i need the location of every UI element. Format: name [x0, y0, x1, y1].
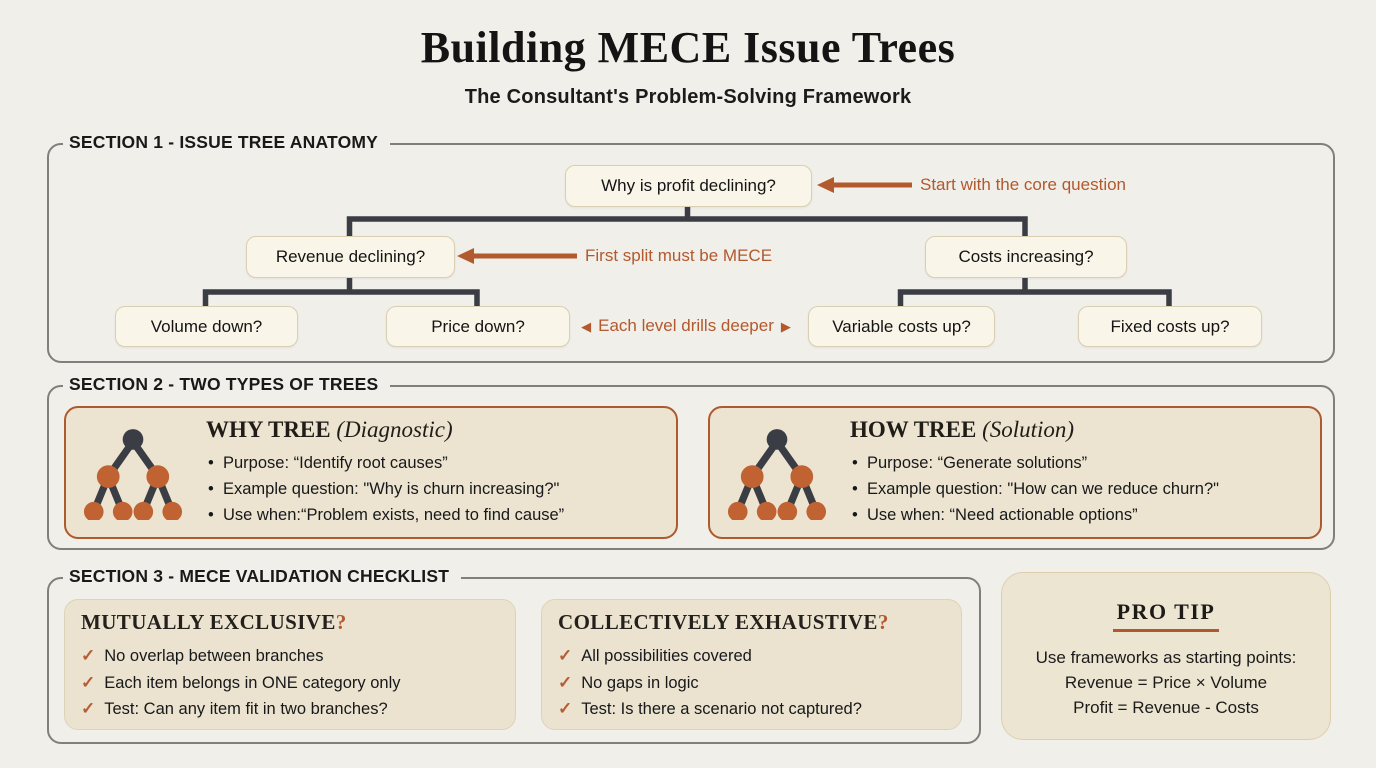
pro-tip-line: Profit = Revenue - Costs: [1073, 698, 1259, 717]
bullet-item: Example question: "Why is churn increasi…: [206, 476, 564, 502]
checklist-item-text: Test: Can any item fit in two branches?: [104, 700, 388, 718]
tree-node-label: Price down?: [431, 316, 525, 336]
checklist-item: ✓ Test: Is there a scenario not captured…: [558, 696, 945, 723]
tree-node-root: Why is profit declining?: [565, 165, 812, 207]
section-issue-tree-anatomy: SECTION 1 - ISSUE TREE ANATOMY: [47, 132, 1335, 363]
tree-node-fixed-costs: Fixed costs up?: [1078, 306, 1262, 347]
check-icon: ✓: [558, 672, 573, 692]
annotation-drills-deeper: ◀ Each level drills deeper ▶: [566, 316, 806, 336]
checklist-item: ✓ Each item belongs in ONE category only: [81, 670, 499, 697]
pro-tip-lines: Use frameworks as starting points: Reven…: [1002, 645, 1330, 720]
pro-tip-card: PRO TIP Use frameworks as starting point…: [1001, 572, 1331, 740]
pro-tip-title: PRO TIP: [1112, 599, 1220, 632]
card-title-qualifier: (Solution): [982, 417, 1075, 442]
card-title-text: WHY TREE: [206, 417, 331, 442]
why-tree-title: WHY TREE (Diagnostic): [206, 417, 564, 443]
checklist-item-text: No overlap between branches: [104, 647, 324, 665]
tree-node-revenue: Revenue declining?: [246, 236, 455, 278]
checklist-item: ✓ No gaps in logic: [558, 670, 945, 697]
section3-header: SECTION 3 - MECE VALIDATION CHECKLIST: [63, 566, 462, 587]
mutually-exclusive-card: MUTUALLY EXCLUSIVE? ✓ No overlap between…: [64, 599, 516, 730]
tree-node-label: Why is profit declining?: [601, 176, 776, 195]
question-mark: ?: [335, 610, 347, 634]
check-icon: ✓: [81, 699, 96, 718]
tree-diagram-icon: [83, 429, 183, 520]
how-tree-title: HOW TREE (Solution): [850, 417, 1219, 443]
section1-header: SECTION 1 - ISSUE TREE ANATOMY: [63, 132, 391, 153]
card-title-qualifier: (Diagnostic): [336, 417, 453, 442]
section2-header: SECTION 2 - TWO TYPES OF TREES: [63, 374, 391, 395]
bullet-item: Purpose: “Generate solutions”: [850, 450, 1219, 476]
annotation-first-split: First split must be MECE: [585, 246, 773, 265]
check-icon: ✓: [81, 672, 96, 692]
tree-node-label: Fixed costs up?: [1110, 316, 1230, 336]
checklist-item: ✓ No overlap between branches: [81, 643, 499, 670]
check-icon: ✓: [558, 646, 573, 665]
check-title-text: MUTUALLY EXCLUSIVE: [81, 610, 336, 634]
bullet-item: Use when:“Problem exists, need to find c…: [206, 502, 564, 528]
checklist-item: ✓ All possibilities covered: [558, 643, 945, 670]
collectively-exhaustive-card: COLLECTIVELY EXHAUSTIVE? ✓ All possibili…: [541, 599, 962, 730]
tree-node-label: Costs increasing?: [958, 247, 1094, 266]
tree-node-label: Variable costs up?: [832, 316, 971, 336]
card-title-text: HOW TREE: [850, 417, 977, 442]
tree-node-price: Price down?: [386, 306, 570, 347]
why-tree-bullets: Purpose: “Identify root causes” Example …: [206, 450, 564, 528]
collectively-exhaustive-items: ✓ All possibilities covered ✓ No gaps in…: [558, 643, 945, 723]
collectively-exhaustive-title: COLLECTIVELY EXHAUSTIVE?: [558, 610, 945, 635]
how-tree-bullets: Purpose: “Generate solutions” Example qu…: [850, 450, 1219, 528]
why-tree-card: WHY TREE (Diagnostic) Purpose: “Identify…: [64, 406, 678, 539]
page-title: Building MECE Issue Trees: [420, 23, 956, 72]
pro-tip-line: Use frameworks as starting points:: [1035, 648, 1297, 667]
tree-node-volume: Volume down?: [115, 306, 298, 347]
check-icon: ✓: [81, 646, 96, 665]
check-icon: ✓: [558, 699, 573, 718]
page-subtitle: The Consultant's Problem-Solving Framewo…: [464, 86, 912, 108]
tree-node-variable-costs: Variable costs up?: [808, 306, 995, 347]
tree-diagram-icon: [727, 429, 827, 520]
bullet-item: Use when: “Need actionable options”: [850, 502, 1219, 528]
triangle-right-icon: ▶: [780, 318, 791, 334]
pro-tip-line: Revenue = Price × Volume: [1064, 673, 1268, 692]
mutually-exclusive-items: ✓ No overlap between branches ✓ Each ite…: [81, 643, 499, 723]
check-title-text: COLLECTIVELY EXHAUSTIVE: [558, 610, 878, 634]
annotation-core-question: Start with the core question: [920, 175, 1127, 194]
question-mark: ?: [877, 610, 889, 634]
annotation-text: Each level drills deeper: [598, 316, 774, 335]
tree-node-label: Volume down?: [150, 316, 263, 336]
checklist-item-text: Each item belongs in ONE category only: [104, 673, 401, 692]
tree-node-costs: Costs increasing?: [925, 236, 1127, 278]
bullet-item: Example question: "How can we reduce chu…: [850, 476, 1219, 502]
section-mece-validation-checklist: SECTION 3 - MECE VALIDATION CHECKLIST MU…: [47, 566, 981, 744]
bullet-item: Purpose: “Identify root causes”: [206, 450, 564, 476]
how-tree-card: HOW TREE (Solution) Purpose: “Generate s…: [708, 406, 1322, 539]
checklist-item: ✓ Test: Can any item fit in two branches…: [81, 696, 499, 723]
section-two-types-of-trees: SECTION 2 - TWO TYPES OF TREES WHY TREE …: [47, 374, 1335, 550]
checklist-item-text: No gaps in logic: [581, 673, 699, 692]
tree-node-label: Revenue declining?: [275, 247, 426, 266]
mutually-exclusive-title: MUTUALLY EXCLUSIVE?: [81, 610, 499, 635]
checklist-item-text: All possibilities covered: [581, 647, 752, 665]
checklist-item-text: Test: Is there a scenario not captured?: [581, 700, 862, 718]
triangle-left-icon: ◀: [581, 318, 592, 334]
